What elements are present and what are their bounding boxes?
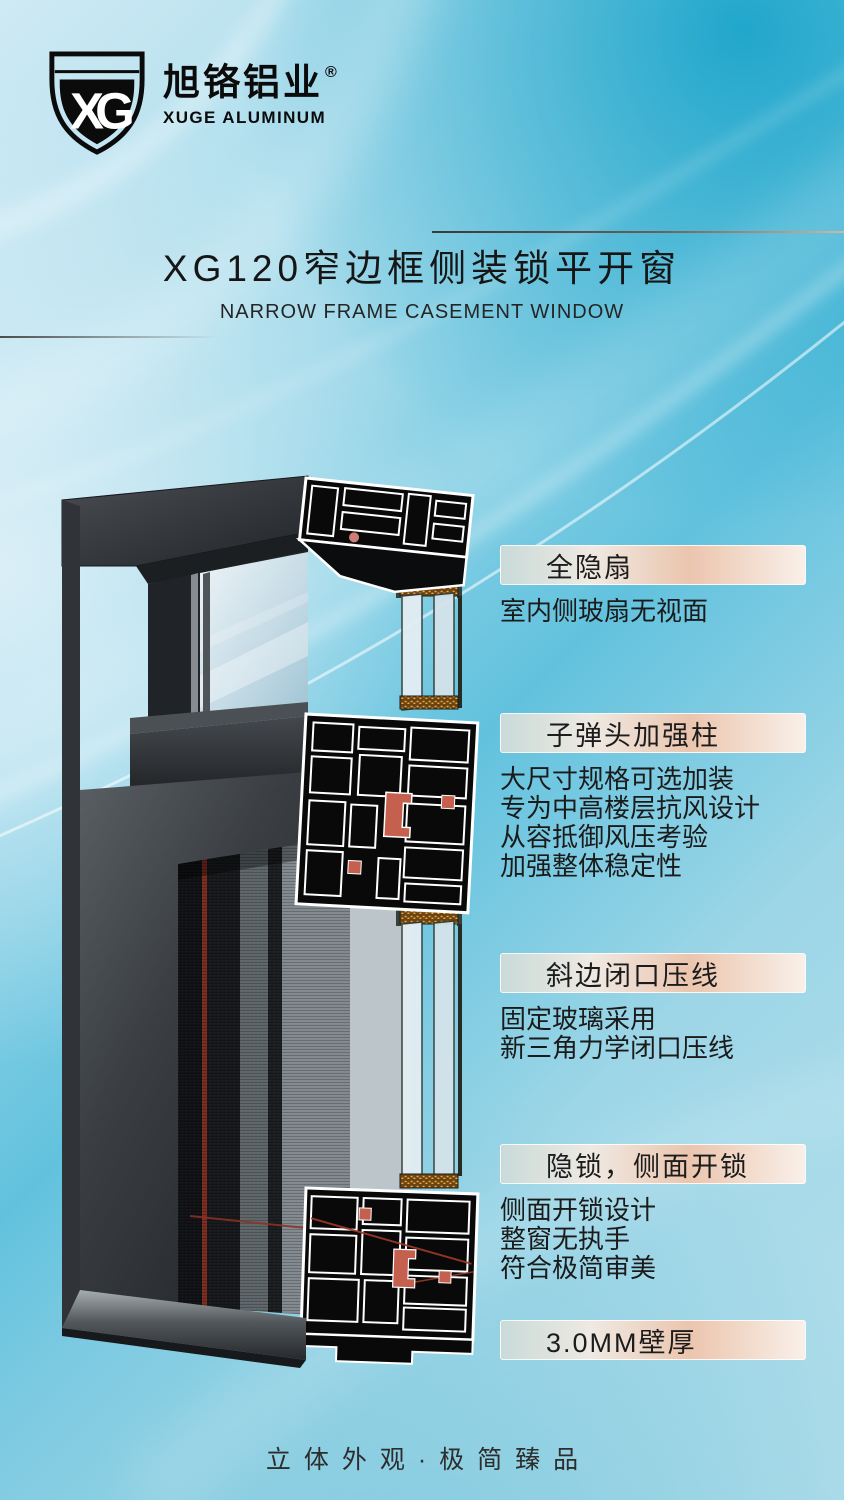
feature-line: 加强整体稳定性 xyxy=(500,851,683,881)
brand-name-cn-text: 旭铬铝业 xyxy=(163,62,323,103)
feature-heading: 全隐扇 xyxy=(546,552,633,583)
feature-bullet-column: 子弹头加强柱 大尺寸规格可选加装 专为中高楼层抗风设计 从容抵御风压考验 加强整… xyxy=(500,713,806,881)
upper-glass-pane xyxy=(148,550,308,722)
window-frame-left-jamb xyxy=(62,500,80,1328)
feature-line: 固定玻璃采用 xyxy=(500,1004,657,1034)
lower-glazing-unit xyxy=(396,908,462,1189)
feature-heading: 子弹头加强柱 xyxy=(546,720,720,751)
thermal-break-bullet xyxy=(382,791,413,839)
feature-line: 专为中高楼层抗风设计 xyxy=(500,793,761,823)
brand-name-cn: 旭铬铝业® xyxy=(163,64,340,101)
feature-heading-bar: 隐锁，侧面开锁 xyxy=(500,1144,806,1184)
feature-line: 符合极简审美 xyxy=(500,1253,657,1283)
cross-section-top xyxy=(295,476,475,594)
tagline-text: 立体外观·极简臻品 xyxy=(265,1446,592,1474)
spec-bar: 3.0MM壁厚 xyxy=(500,1320,806,1360)
feature-line: 室内侧玻扇无视面 xyxy=(500,596,709,626)
window-frame-lower-face xyxy=(80,772,308,1304)
feature-line: 整窗无执手 xyxy=(500,1224,631,1254)
upper-glazing-unit xyxy=(396,580,462,711)
brand-monogram: XG xyxy=(70,83,132,140)
title-rule-left xyxy=(0,336,218,338)
feature-line: 侧面开锁设计 xyxy=(500,1195,657,1225)
feature-hidden-lock: 隐锁，侧面开锁 侧面开锁设计 整窗无执手 符合极简审美 xyxy=(500,1144,806,1283)
spec-badge: 3.0MM壁厚 xyxy=(500,1320,806,1372)
title-rule-right xyxy=(432,231,844,233)
feature-line: 大尺寸规格可选加装 xyxy=(500,764,735,794)
feature-bevel-bead: 斜边闭口压线 固定玻璃采用 新三角力学闭口压线 xyxy=(500,953,806,1063)
footer-tagline: 立体外观·极简臻品 xyxy=(0,1440,844,1476)
window-render-svg xyxy=(61,475,480,1368)
feature-heading-bar: 斜边闭口压线 xyxy=(500,953,806,993)
thermal-break-bullet xyxy=(391,1248,417,1289)
cross-section-middle xyxy=(294,712,480,915)
feature-line: 从容抵御风压考验 xyxy=(500,822,709,852)
feature-heading: 斜边闭口压线 xyxy=(546,960,720,991)
page-title: XG120窄边框侧装锁平开窗 xyxy=(162,248,682,289)
feature-heading: 隐锁，侧面开锁 xyxy=(546,1151,749,1182)
feature-heading-bar: 子弹头加强柱 xyxy=(500,713,806,753)
cross-section-bottom xyxy=(299,1186,480,1365)
title-block: XG120窄边框侧装锁平开窗 NARROW FRAME CASEMENT WIN… xyxy=(0,238,844,324)
window-transom xyxy=(130,702,308,790)
brand-name-en: XUGE ALUMINUM xyxy=(163,108,327,127)
registered-mark: ® xyxy=(325,64,340,81)
feature-heading-bar: 全隐扇 xyxy=(500,545,806,585)
feature-line: 新三角力学闭口压线 xyxy=(500,1033,735,1063)
window-sill xyxy=(62,1290,306,1368)
shield-logo-icon: XG xyxy=(49,51,145,155)
brand-text: 旭铬铝业® XUGE ALUMINUM xyxy=(163,50,340,128)
window-render xyxy=(50,470,485,1400)
spec-label: 3.0MM壁厚 xyxy=(546,1327,697,1358)
brand-header: XG 旭铬铝业® XUGE ALUMINUM xyxy=(46,50,340,158)
page-subtitle: NARROW FRAME CASEMENT WINDOW xyxy=(219,301,625,323)
feature-full-hidden-sash: 全隐扇 室内侧玻扇无视面 xyxy=(500,545,806,626)
screw-port-dot xyxy=(349,532,360,543)
